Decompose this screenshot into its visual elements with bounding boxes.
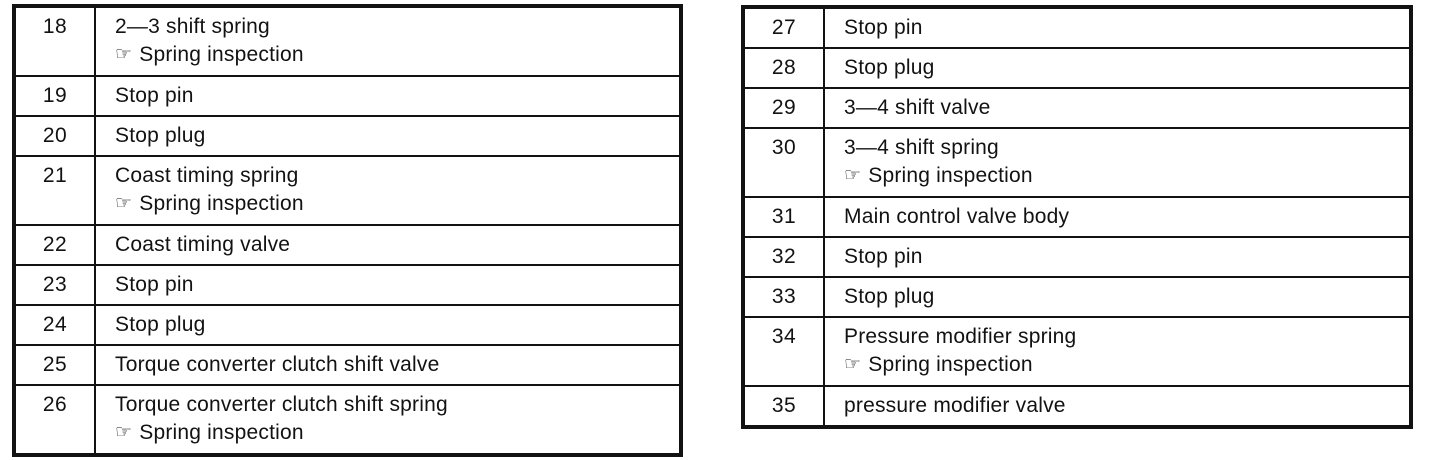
table-row: 31 Main control valve body [745,198,1409,238]
table-row: 30 3—4 shift spring ☞ Spring inspection [745,129,1409,198]
item-number-cell: 35 [771,394,797,417]
item-number-cell: 27 [771,16,797,39]
table-row: 19 Stop pin [16,77,679,117]
item-description-cell: Coast timing valve [94,226,679,264]
item-label: Torque converter clutch shift valve [115,353,440,376]
item-description-cell: Main control valve body [823,198,1409,236]
item-description-cell: 2—3 shift spring ☞ Spring inspection [94,8,679,75]
table-row: 28 Stop plug [745,49,1409,89]
spring-inspection-note: ☞ Spring inspection [115,190,671,219]
item-number-cell: 20 [42,124,68,147]
item-label: Main control valve body [844,205,1070,228]
table-row: 34 Pressure modifier spring ☞ Spring insp… [745,318,1409,387]
table-row: 32 Stop pin [745,238,1409,278]
item-description-cell: 3—4 shift valve [823,89,1409,127]
spring-inspection-note: ☞ Spring inspection [115,419,671,448]
item-label: 2—3 shift spring [115,15,270,38]
item-label: 3—4 shift valve [844,96,991,119]
item-number-cell: 25 [42,353,68,376]
item-label: Coast timing spring [115,164,299,187]
item-description-cell: Stop plug [823,49,1409,87]
spring-inspection-label: Spring inspection [868,164,1033,187]
item-description-cell: Stop plug [94,117,679,155]
item-label: Coast timing valve [115,233,291,256]
item-description-cell: Pressure modifier spring ☞ Spring inspect… [823,318,1409,385]
item-description-cell: Stop pin [823,9,1409,47]
item-description-cell: 3—4 shift spring ☞ Spring inspection [823,129,1409,196]
item-number-cell: 21 [42,164,68,187]
table-row: 20 Stop plug [16,117,679,157]
item-number-cell: 23 [42,273,68,296]
spring-inspection-note: ☞ Spring inspection [844,351,1401,380]
table-row: 21 Coast timing spring ☞ Spring inspectio… [16,157,679,226]
pointing-hand-icon: ☞ [115,422,133,443]
table-row: 29 3—4 shift valve [745,89,1409,129]
item-number-cell: 19 [42,84,68,107]
pointing-hand-icon: ☞ [115,44,133,65]
item-number-cell: 31 [771,205,797,228]
item-label: 3—4 shift spring [844,136,999,159]
pointing-hand-icon: ☞ [844,165,862,186]
item-label: Stop pin [115,273,194,296]
item-label: Stop plug [844,56,935,79]
table-row: 25 Torque converter clutch shift valve [16,346,679,386]
item-label: Stop plug [115,313,206,336]
item-description-cell: Coast timing spring ☞ Spring inspection [94,157,679,224]
item-description-cell: Torque converter clutch shift valve [94,346,679,384]
item-description-cell: Stop pin [823,238,1409,276]
item-number-cell: 34 [771,325,797,348]
parts-table-right: 27 Stop pin 28 Stop plug 29 3—4 shift va… [741,5,1413,429]
spring-inspection-note: ☞ Spring inspection [115,41,671,70]
item-label: pressure modifier valve [844,394,1066,417]
item-number-cell: 24 [42,313,68,336]
table-row: 23 Stop pin [16,266,679,306]
item-number-cell: 33 [771,285,797,308]
item-label: Stop pin [844,16,923,39]
item-number-cell: 28 [771,56,797,79]
item-description-cell: Stop plug [94,306,679,344]
item-description-cell: Stop plug [823,278,1409,316]
table-row: 18 2—3 shift spring ☞ Spring inspection [16,8,679,77]
item-number-cell: 26 [42,393,68,416]
table-row: 33 Stop plug [745,278,1409,318]
spring-inspection-label: Spring inspection [139,43,304,66]
item-description-cell: pressure modifier valve [823,387,1409,425]
parts-table-left: 18 2—3 shift spring ☞ Spring inspection 1… [12,4,683,457]
table-row: 35 pressure modifier valve [745,387,1409,425]
item-number-cell: 32 [771,245,797,268]
item-label: Torque converter clutch shift spring [115,393,448,416]
item-label: Stop plug [115,124,206,147]
table-row: 24 Stop plug [16,306,679,346]
table-row: 27 Stop pin [745,9,1409,49]
spring-inspection-label: Spring inspection [139,421,304,444]
table-row: 26 Torque converter clutch shift spring … [16,386,679,453]
pointing-hand-icon: ☞ [115,193,133,214]
item-label: Pressure modifier spring [844,325,1077,348]
item-number-cell: 30 [771,136,797,159]
item-label: Stop pin [115,84,194,107]
item-description-cell: Stop pin [94,266,679,304]
item-label: Stop plug [844,285,935,308]
spring-inspection-label: Spring inspection [139,192,304,215]
spring-inspection-label: Spring inspection [868,353,1033,376]
pointing-hand-icon: ☞ [844,354,862,375]
table-row: 22 Coast timing valve [16,226,679,266]
item-number-cell: 22 [42,233,68,256]
item-label: Stop pin [844,245,923,268]
item-description-cell: Torque converter clutch shift spring ☞ Sp… [94,386,679,453]
item-number-cell: 18 [42,15,68,38]
item-description-cell: Stop pin [94,77,679,115]
spring-inspection-note: ☞ Spring inspection [844,162,1401,191]
item-number-cell: 29 [771,96,797,119]
